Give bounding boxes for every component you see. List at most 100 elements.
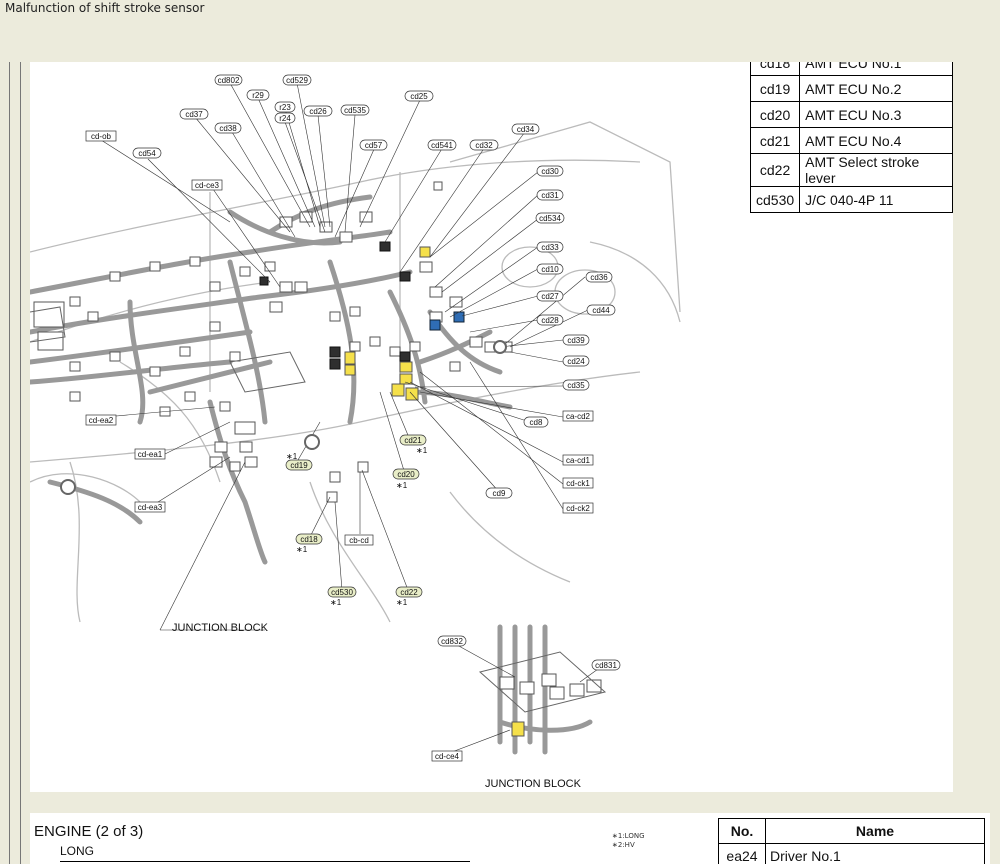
svg-text:cd534: cd534: [539, 214, 561, 223]
frame-border-left: [9, 62, 10, 864]
label-cd832: cd832: [437, 635, 467, 647]
svg-text:∗1: ∗1: [286, 452, 298, 461]
svg-text:cd22: cd22: [400, 588, 418, 597]
svg-text:cd24: cd24: [567, 357, 585, 366]
connector-no: cd22: [749, 153, 801, 187]
svg-text:r24: r24: [279, 114, 291, 123]
diagram-panel[interactable]: cd802 cd529 r29 r23 r24 cd26 cd535 cd25 …: [30, 62, 953, 792]
svg-text:cd-ck2: cd-ck2: [566, 504, 590, 513]
label-cd34: cd34: [511, 123, 540, 135]
connector-name: J/C 040-4P 11: [799, 186, 953, 213]
connector-name: AMT ECU No.3: [799, 101, 953, 128]
label-cd19: cd19: [285, 459, 313, 471]
svg-text:∗1: ∗1: [416, 446, 428, 455]
svg-text:cd529: cd529: [286, 76, 308, 85]
star-notes: ∗1 ∗1 ∗1 ∗1 ∗1 ∗1: [286, 446, 428, 607]
svg-text:cd57: cd57: [365, 141, 383, 150]
svg-text:cd39: cd39: [567, 336, 585, 345]
harness-bundles: [30, 194, 513, 565]
svg-text:cd37: cd37: [185, 110, 203, 119]
leader-lines: [100, 82, 606, 756]
label-cd27: cd27: [536, 290, 564, 302]
label-r29: r29: [246, 89, 270, 101]
label-cd24: cd24: [562, 355, 590, 367]
svg-text:cd18: cd18: [300, 535, 318, 544]
label-cb-cd: cb-cd: [344, 534, 374, 546]
engine-rule: [60, 861, 470, 862]
label-r24: r24: [274, 112, 296, 124]
label-cd28: cd28: [536, 314, 564, 326]
connector-name: AMT Select stroke lever: [799, 153, 953, 187]
note-long: ∗1:LONG: [612, 832, 645, 840]
svg-text:cd19: cd19: [290, 461, 308, 470]
label-cd33: cd33: [536, 241, 564, 253]
header-no: No.: [718, 818, 766, 844]
dark-connectors: [259, 241, 411, 370]
svg-text:cd541: cd541: [431, 141, 453, 150]
svg-text:cd31: cd31: [541, 191, 559, 200]
svg-text:cd27: cd27: [541, 292, 559, 301]
svg-text:cd9: cd9: [493, 489, 506, 498]
svg-text:cd20: cd20: [397, 470, 415, 479]
label-cd22: cd22: [395, 586, 423, 598]
label-cd36: cd36: [585, 271, 613, 283]
connector-labels: cd802 cd529 r29 r23 r24 cd26 cd535 cd25 …: [85, 74, 621, 762]
svg-text:cd26: cd26: [309, 107, 327, 116]
grommets: [60, 340, 507, 495]
connector-name: AMT ECU No.4: [799, 127, 953, 154]
label-cd-ea2: cd-ea2: [85, 414, 117, 426]
connector-no: cd20: [749, 101, 801, 128]
svg-text:cb-cd: cb-cd: [349, 536, 369, 545]
junction-block-label-1: JUNCTION BLOCK: [172, 622, 269, 634]
svg-text:cd-ob: cd-ob: [91, 132, 112, 141]
svg-text:cd535: cd535: [344, 106, 366, 115]
label-cd-ck1: cd-ck1: [562, 477, 594, 489]
junction-boxes: [30, 306, 607, 713]
label-cd25: cd25: [404, 90, 434, 102]
label-cd-ce4: cd-ce4: [431, 750, 463, 762]
svg-text:cd-ea3: cd-ea3: [138, 503, 163, 512]
engine-section: ENGINE (2 of 3) LONG ∗1:LONG ∗2:HV No. N…: [30, 813, 990, 864]
junction-block-label-2: JUNCTION BLOCK: [485, 778, 582, 790]
page-title: Malfunction of shift stroke sensor: [5, 1, 205, 15]
label-cd831: cd831: [591, 659, 621, 671]
connector-no: cd19: [749, 75, 801, 102]
label-cd-ck2: cd-ck2: [562, 502, 594, 514]
label-cd9: cd9: [485, 487, 513, 499]
svg-text:cd33: cd33: [541, 243, 559, 252]
svg-text:cd832: cd832: [441, 637, 463, 646]
label-cd-ce3: cd-ce3: [191, 179, 223, 191]
svg-text:∗1: ∗1: [296, 545, 308, 554]
connector-no: ea24: [718, 843, 766, 864]
svg-text:cd36: cd36: [590, 273, 608, 282]
label-cd35: cd35: [562, 379, 590, 391]
svg-text:cd530: cd530: [331, 588, 353, 597]
svg-text:ca-cd1: ca-cd1: [566, 456, 591, 465]
svg-text:cd34: cd34: [517, 125, 535, 134]
label-cd-ob: cd-ob: [85, 130, 117, 142]
svg-text:r23: r23: [279, 103, 291, 112]
label-cd802: cd802: [214, 74, 243, 86]
svg-text:ca-cd2: ca-cd2: [566, 412, 591, 421]
svg-text:cd831: cd831: [595, 661, 617, 670]
svg-text:r29: r29: [252, 91, 264, 100]
svg-text:∗1: ∗1: [330, 598, 342, 607]
connector-no: cd530: [749, 186, 801, 213]
label-cd534: cd534: [535, 212, 565, 224]
svg-text:cd25: cd25: [410, 92, 428, 101]
connector-no: cd21: [749, 127, 801, 154]
label-cd26: cd26: [303, 105, 333, 117]
label-cd38: cd38: [214, 122, 242, 134]
engine-subtitle: LONG: [60, 844, 95, 858]
label-cd30: cd30: [536, 165, 564, 177]
label-cd-ea3: cd-ea3: [134, 501, 166, 513]
connector-name: AMT ECU No.1: [799, 62, 953, 76]
label-r23: r23: [274, 101, 296, 113]
engine-title: ENGINE (2 of 3): [34, 823, 144, 840]
